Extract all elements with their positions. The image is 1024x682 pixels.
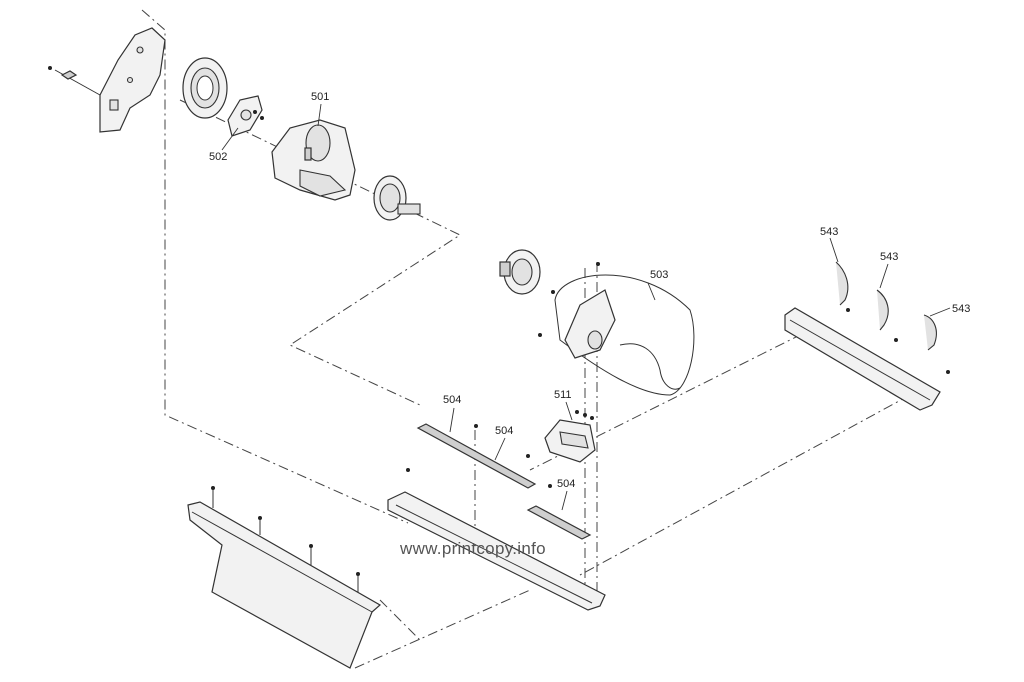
center-platen [387,468,606,611]
part-503-motor-assembly [538,262,695,396]
lower-cover-plate [187,486,382,669]
callout-502: 502 [209,151,227,163]
callout-543-middle: 543 [880,251,898,263]
callout-503: 503 [650,269,668,281]
callout-501: 501 [311,91,329,103]
side-frame-plate [48,27,166,133]
callout-543-left: 543 [820,226,838,238]
part-511-bracket [544,401,596,463]
ring-bearing [182,57,228,119]
watermark: www.printcopy.info [399,539,546,558]
callout-504-middle: 504 [495,425,513,437]
part-504-guide-rails [416,407,592,540]
right-spindle-hub [499,249,541,295]
right-rail-with-springs [784,237,951,411]
callout-504-lower: 504 [557,478,575,490]
part-501-drive-assembly [271,103,356,201]
callout-504-upper: 504 [443,394,461,406]
roll-core-spindle [373,175,421,221]
callout-511: 511 [554,389,572,401]
callout-543-right: 543 [952,303,970,315]
part-502-flange [221,95,264,151]
